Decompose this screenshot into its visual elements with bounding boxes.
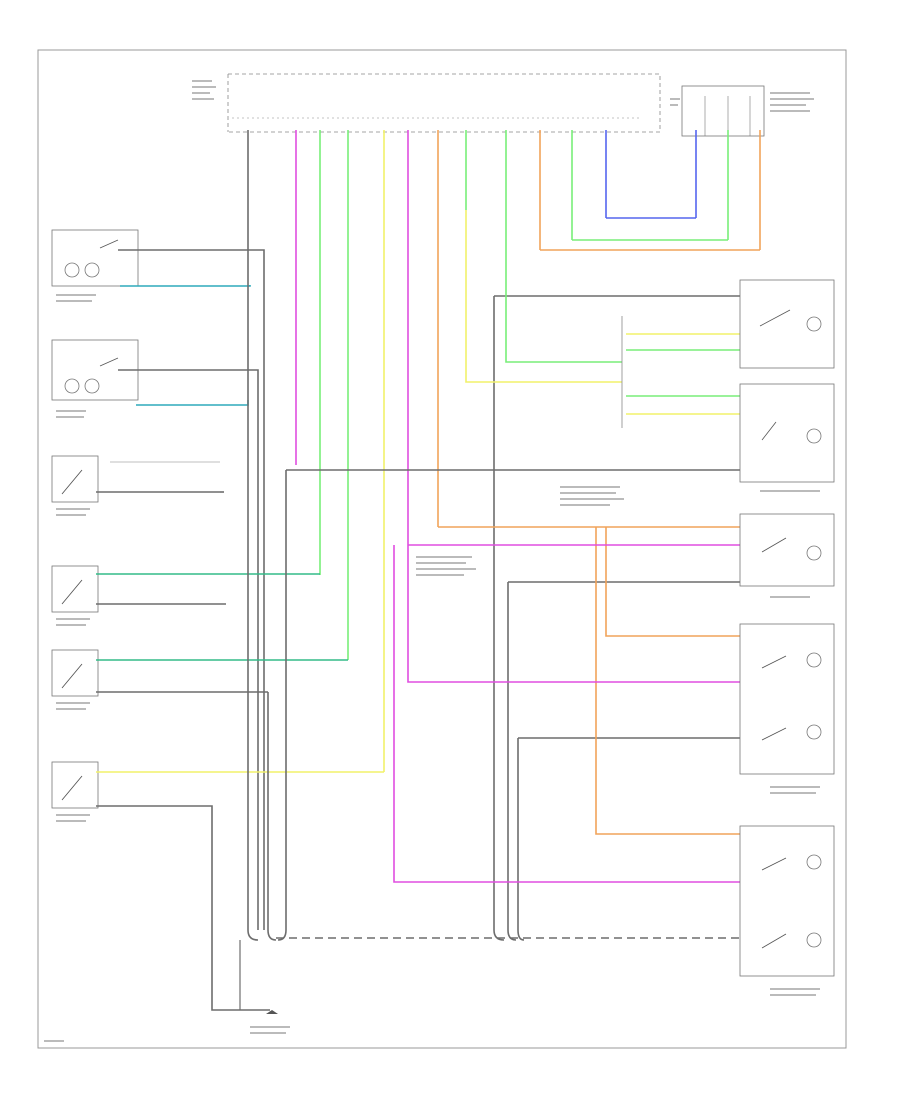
center-harness xyxy=(493,295,740,941)
cargo-lamp xyxy=(739,513,835,587)
rear-overhead-lamp-assembly xyxy=(739,825,835,977)
fuse-block xyxy=(227,73,661,133)
left-rear-door-switch xyxy=(51,455,99,503)
left-ground-bundle xyxy=(211,400,287,1014)
courtesy-lamp-module xyxy=(681,85,765,137)
right-front-door-switch xyxy=(51,761,99,809)
fine-print-marks xyxy=(44,80,820,1042)
stepwell-lamp xyxy=(739,383,835,483)
left-front-door-switch xyxy=(51,649,99,697)
ground-icon xyxy=(266,1010,278,1014)
top-harness xyxy=(247,130,761,772)
right-rear-door-switch xyxy=(51,565,99,613)
left-vanity-lamp xyxy=(51,229,139,287)
front-overhead-lamp-assembly xyxy=(739,623,835,775)
diagram-frame xyxy=(37,49,847,1049)
front-dome-lamp xyxy=(739,279,835,369)
module-loops xyxy=(540,217,760,251)
